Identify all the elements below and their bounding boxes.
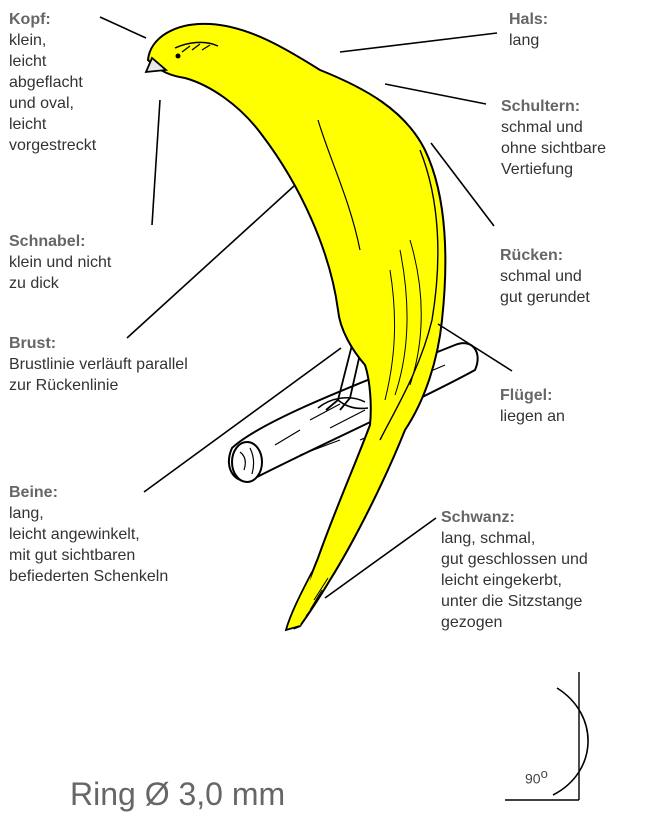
label-schultern-title: Schultern: — [501, 96, 606, 117]
label-brust-title: Brust: — [9, 333, 188, 354]
label-ruecken-title: Rücken: — [500, 245, 590, 266]
leader-hals — [340, 33, 497, 52]
label-schwanz: Schwanz: lang, schmal, gut geschlossen u… — [441, 507, 588, 633]
label-schnabel-title: Schnabel: — [9, 231, 111, 252]
angle-label: 90o — [525, 766, 548, 787]
perch — [229, 343, 478, 482]
label-fluegel: Flügel: liegen an — [500, 385, 565, 427]
label-fluegel-title: Flügel: — [500, 385, 565, 406]
label-kopf: Kopf: klein, leicht abgeflacht und oval,… — [9, 9, 96, 156]
label-schnabel: Schnabel: klein und nicht zu dick — [9, 231, 111, 294]
label-schultern: Schultern: schmal und ohne sichtbare Ver… — [501, 96, 606, 180]
label-schultern-text: schmal und ohne sichtbare Vertiefung — [501, 117, 606, 180]
leader-kopf — [100, 17, 146, 38]
label-beine-text: lang, leicht angewinkelt, mit gut sichtb… — [9, 503, 168, 587]
label-hals-text: lang — [509, 30, 548, 51]
label-brust-text: Brustlinie verläuft parallel zur Rückenl… — [9, 354, 188, 396]
label-schnabel-text: klein und nicht zu dick — [9, 252, 111, 294]
label-schwanz-text: lang, schmal, gut geschlossen und leicht… — [441, 528, 588, 633]
label-beine: Beine: lang, leicht angewinkelt, mit gut… — [9, 482, 168, 587]
canary-body — [148, 24, 445, 630]
label-fluegel-text: liegen an — [500, 406, 565, 427]
label-hals-title: Hals: — [509, 9, 548, 30]
ring-size: Ring Ø 3,0 mm — [70, 776, 285, 812]
label-kopf-title: Kopf: — [9, 9, 96, 30]
label-ruecken: Rücken: schmal und gut gerundet — [500, 245, 590, 308]
angle-unit: o — [541, 766, 548, 781]
label-ruecken-text: schmal und gut gerundet — [500, 266, 590, 308]
leader-brust — [127, 186, 294, 338]
label-schwanz-title: Schwanz: — [441, 507, 588, 528]
leader-schnabel — [152, 100, 160, 225]
angle-value: 90 — [525, 771, 541, 787]
label-beine-title: Beine: — [9, 482, 168, 503]
label-hals: Hals: lang — [509, 9, 548, 51]
leader-schultern — [385, 84, 486, 104]
label-brust: Brust: Brustlinie verläuft parallel zur … — [9, 333, 188, 396]
label-kopf-text: klein, leicht abgeflacht und oval, leich… — [9, 30, 96, 156]
